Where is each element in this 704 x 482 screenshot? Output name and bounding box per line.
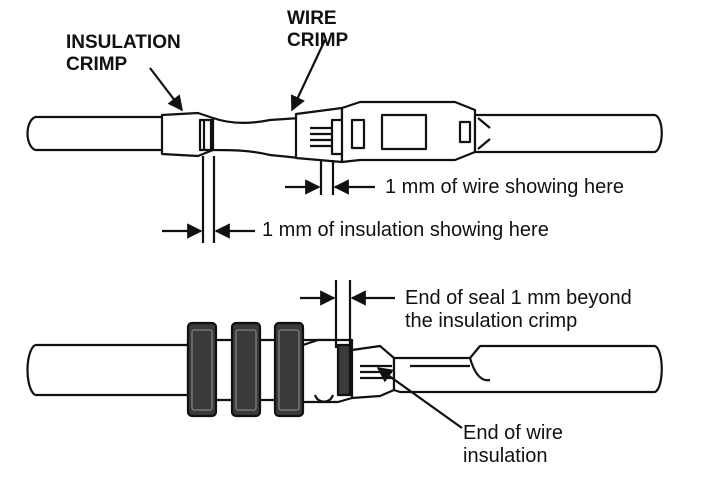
- insulation-crimp-label: INSULATION CRIMP: [66, 32, 181, 75]
- wire-crimp-label: WIRE CRIMP: [287, 8, 349, 51]
- wire-showing-note: 1 mm of wire showing here: [385, 176, 624, 198]
- bottom-terminal-pin: [392, 344, 663, 394]
- seal-rib-1: [186, 321, 218, 418]
- seal-rib-2: [230, 321, 262, 418]
- bottom-terminal-assembly: [26, 321, 663, 418]
- seal-note: End of seal 1 mm beyond the insulation c…: [405, 287, 632, 332]
- insulation-showing-note: 1 mm of insulation showing here: [262, 219, 549, 241]
- top-terminal-assembly: [26, 100, 663, 164]
- top-terminal-pin: [473, 113, 663, 154]
- wire-insulation-label: End of wire insulation: [463, 422, 564, 467]
- top-cable: [35, 115, 170, 152]
- bottom-cable: [35, 343, 190, 397]
